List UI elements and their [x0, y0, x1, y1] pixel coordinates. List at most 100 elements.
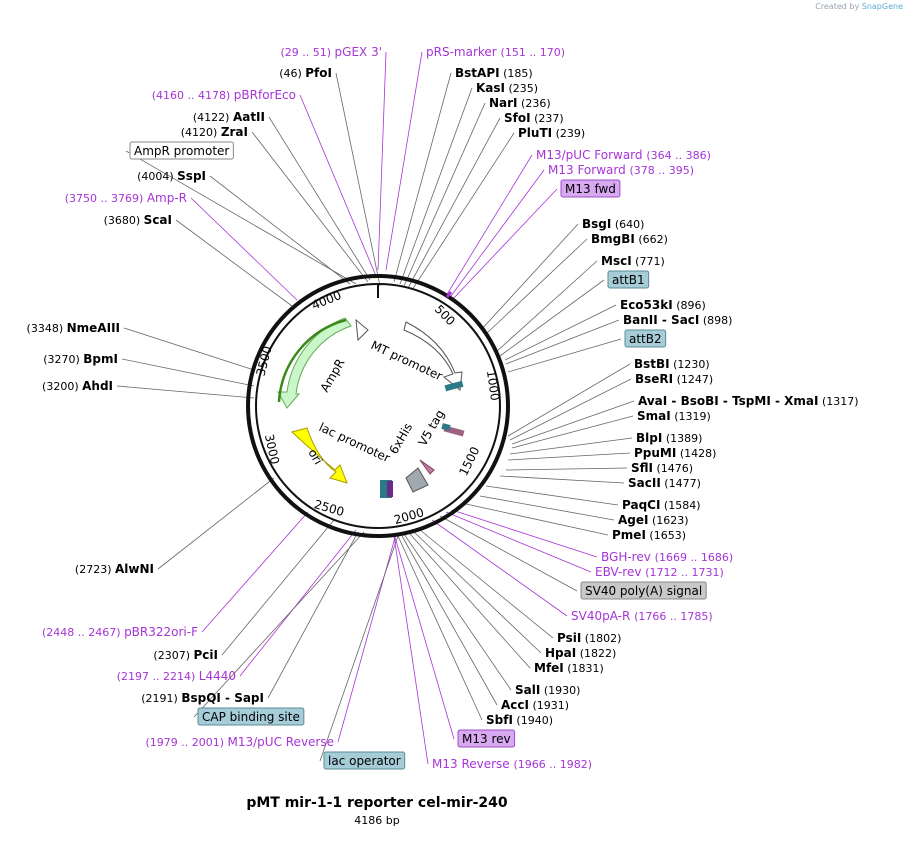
- map-label[interactable]: (46) PfoI: [279, 66, 332, 80]
- enzyme-name: PluTI: [518, 126, 552, 140]
- ampr-feature[interactable]: [277, 317, 352, 409]
- map-label[interactable]: attB2: [624, 329, 667, 348]
- map-label[interactable]: BlpI (1389): [636, 431, 702, 445]
- map-label[interactable]: PluTI (239): [518, 126, 585, 140]
- map-label[interactable]: NarI (236): [489, 96, 551, 110]
- map-label[interactable]: SV40 poly(A) signal: [580, 581, 707, 600]
- primer-name: L4440: [199, 669, 236, 683]
- enzyme-name: BpmI: [83, 352, 118, 366]
- map-label[interactable]: BstAPI (185): [455, 66, 533, 80]
- map-label[interactable]: BsgI (640): [582, 217, 644, 231]
- leader-line: [450, 169, 545, 297]
- enzyme-name: PmeI: [612, 528, 646, 542]
- map-label[interactable]: M13 fwd: [560, 179, 621, 198]
- leader-line: [419, 529, 554, 639]
- enzyme-position: (4122): [193, 111, 233, 124]
- map-label[interactable]: attB1: [607, 270, 650, 289]
- map-label[interactable]: AmpR promoter: [129, 141, 234, 160]
- enzyme-name: - SapI: [221, 691, 264, 705]
- leader-line: [507, 338, 622, 373]
- map-label[interactable]: SmaI (1319): [637, 409, 711, 423]
- map-label[interactable]: BanII - SacI (898): [623, 313, 732, 327]
- map-label[interactable]: BmgBI (662): [591, 232, 668, 246]
- enzyme-name: - SacI: [658, 313, 700, 327]
- enzyme-name: PaqCI: [622, 498, 660, 512]
- map-label[interactable]: SalI (1930): [515, 683, 580, 697]
- v5-arrow[interactable]: [419, 459, 435, 475]
- enzyme-name: AhdI: [82, 379, 113, 393]
- leader-line: [505, 467, 628, 471]
- map-label[interactable]: HpaI (1822): [545, 646, 616, 660]
- enzyme-position: (3270): [43, 353, 83, 366]
- map-label[interactable]: M13 Forward (378 .. 395): [548, 163, 694, 177]
- map-label[interactable]: PaqCI (1584): [622, 498, 701, 512]
- map-label[interactable]: BstBI (1230): [634, 357, 710, 371]
- map-label[interactable]: CAP binding site: [197, 707, 305, 726]
- map-label[interactable]: MfeI (1831): [534, 661, 604, 675]
- map-label[interactable]: (2307) PciI: [153, 648, 218, 662]
- enzyme-label: SflI (1476): [631, 461, 693, 475]
- map-label[interactable]: M13 rev: [457, 729, 516, 748]
- map-label[interactable]: AvaI - BsoBI - TspMI - XmaI (1317): [638, 394, 859, 408]
- map-label[interactable]: AgeI (1623): [618, 513, 689, 527]
- map-label[interactable]: SbfI (1940): [486, 713, 553, 727]
- map-label[interactable]: SacII (1477): [628, 476, 701, 490]
- map-label[interactable]: pRS-marker (151 .. 170): [426, 45, 565, 59]
- map-label[interactable]: M13 Reverse (1966 .. 1982): [432, 757, 592, 771]
- map-label[interactable]: PmeI (1653): [612, 528, 686, 542]
- map-label[interactable]: (3270) BpmI: [43, 352, 118, 366]
- map-label[interactable]: (3680) ScaI: [104, 213, 172, 227]
- attb2-box[interactable]: [441, 423, 451, 431]
- map-label[interactable]: (2448 .. 2467) pBR322ori-F: [42, 625, 198, 639]
- map-label[interactable]: EBV-rev (1712 .. 1731): [595, 565, 724, 579]
- map-label[interactable]: (3750 .. 3769) Amp-R: [65, 191, 187, 205]
- map-label[interactable]: M13/pUC Forward (364 .. 386): [536, 148, 711, 162]
- enzyme-position: (3348): [27, 322, 67, 335]
- enzyme-position: (2307): [153, 649, 193, 662]
- map-label[interactable]: SV40pA-R (1766 .. 1785): [571, 609, 713, 623]
- feature-box: [129, 141, 234, 160]
- enzyme-label: (4004) SspI: [137, 169, 206, 183]
- ampr-promoter-arrow[interactable]: [355, 318, 369, 342]
- map-label[interactable]: (3348) NmeAIII: [27, 321, 120, 335]
- map-label[interactable]: PpuMI (1428): [634, 446, 716, 460]
- enzyme-position: (1584): [660, 499, 700, 512]
- sv40-polya-feature[interactable]: [405, 467, 429, 493]
- map-label[interactable]: (4160 .. 4178) pBRforEco: [152, 88, 296, 102]
- map-label[interactable]: KasI (235): [476, 81, 538, 95]
- map-label[interactable]: Eco53kI (896): [620, 298, 706, 312]
- map-label[interactable]: SflI (1476): [631, 461, 693, 475]
- map-label[interactable]: (1979 .. 2001) M13/pUC Reverse: [145, 735, 334, 749]
- map-label[interactable]: SfoI (237): [504, 111, 564, 125]
- map-label[interactable]: lac operator: [323, 751, 406, 770]
- map-label[interactable]: (2197 .. 2214) L4440: [117, 669, 236, 683]
- attb1-box[interactable]: [444, 380, 464, 392]
- leader-line: [268, 116, 371, 281]
- map-label[interactable]: AccI (1931): [501, 698, 569, 712]
- map-label[interactable]: (29 .. 51) pGEX 3': [280, 45, 382, 59]
- enzyme-label: (2191) BspQI - SapI: [141, 691, 264, 705]
- map-label[interactable]: (4004) SspI: [137, 169, 206, 183]
- map-label[interactable]: (2723) AlwNI: [75, 562, 154, 576]
- scale-tick-label: 2500: [312, 497, 345, 519]
- map-label[interactable]: (3200) AhdI: [42, 379, 113, 393]
- map-label[interactable]: (2191) BspQI - SapI: [141, 691, 264, 705]
- enzyme-name: PfoI: [305, 66, 332, 80]
- map-label[interactable]: (4120) ZraI: [181, 125, 248, 139]
- map-label[interactable]: PsiI (1802): [557, 631, 621, 645]
- enzyme-name: AatII: [233, 110, 265, 124]
- feature-box-label: AmpR promoter: [134, 144, 229, 158]
- map-label[interactable]: MscI (771): [601, 254, 665, 268]
- primer-label: EBV-rev (1712 .. 1731): [595, 565, 724, 579]
- map-label[interactable]: BseRI (1247): [635, 372, 713, 386]
- enzyme-label: SalI (1930): [515, 683, 580, 697]
- leader-line: [175, 219, 293, 307]
- enzyme-position: (185): [500, 67, 533, 80]
- enzyme-position: (236): [518, 97, 551, 110]
- ori-feature[interactable]: [290, 427, 348, 484]
- cap-site-box[interactable]: [387, 481, 393, 497]
- primer-label: SV40pA-R (1766 .. 1785): [571, 609, 713, 623]
- map-label[interactable]: BGH-rev (1669 .. 1686): [601, 550, 733, 564]
- map-label[interactable]: (4122) AatII: [193, 110, 265, 124]
